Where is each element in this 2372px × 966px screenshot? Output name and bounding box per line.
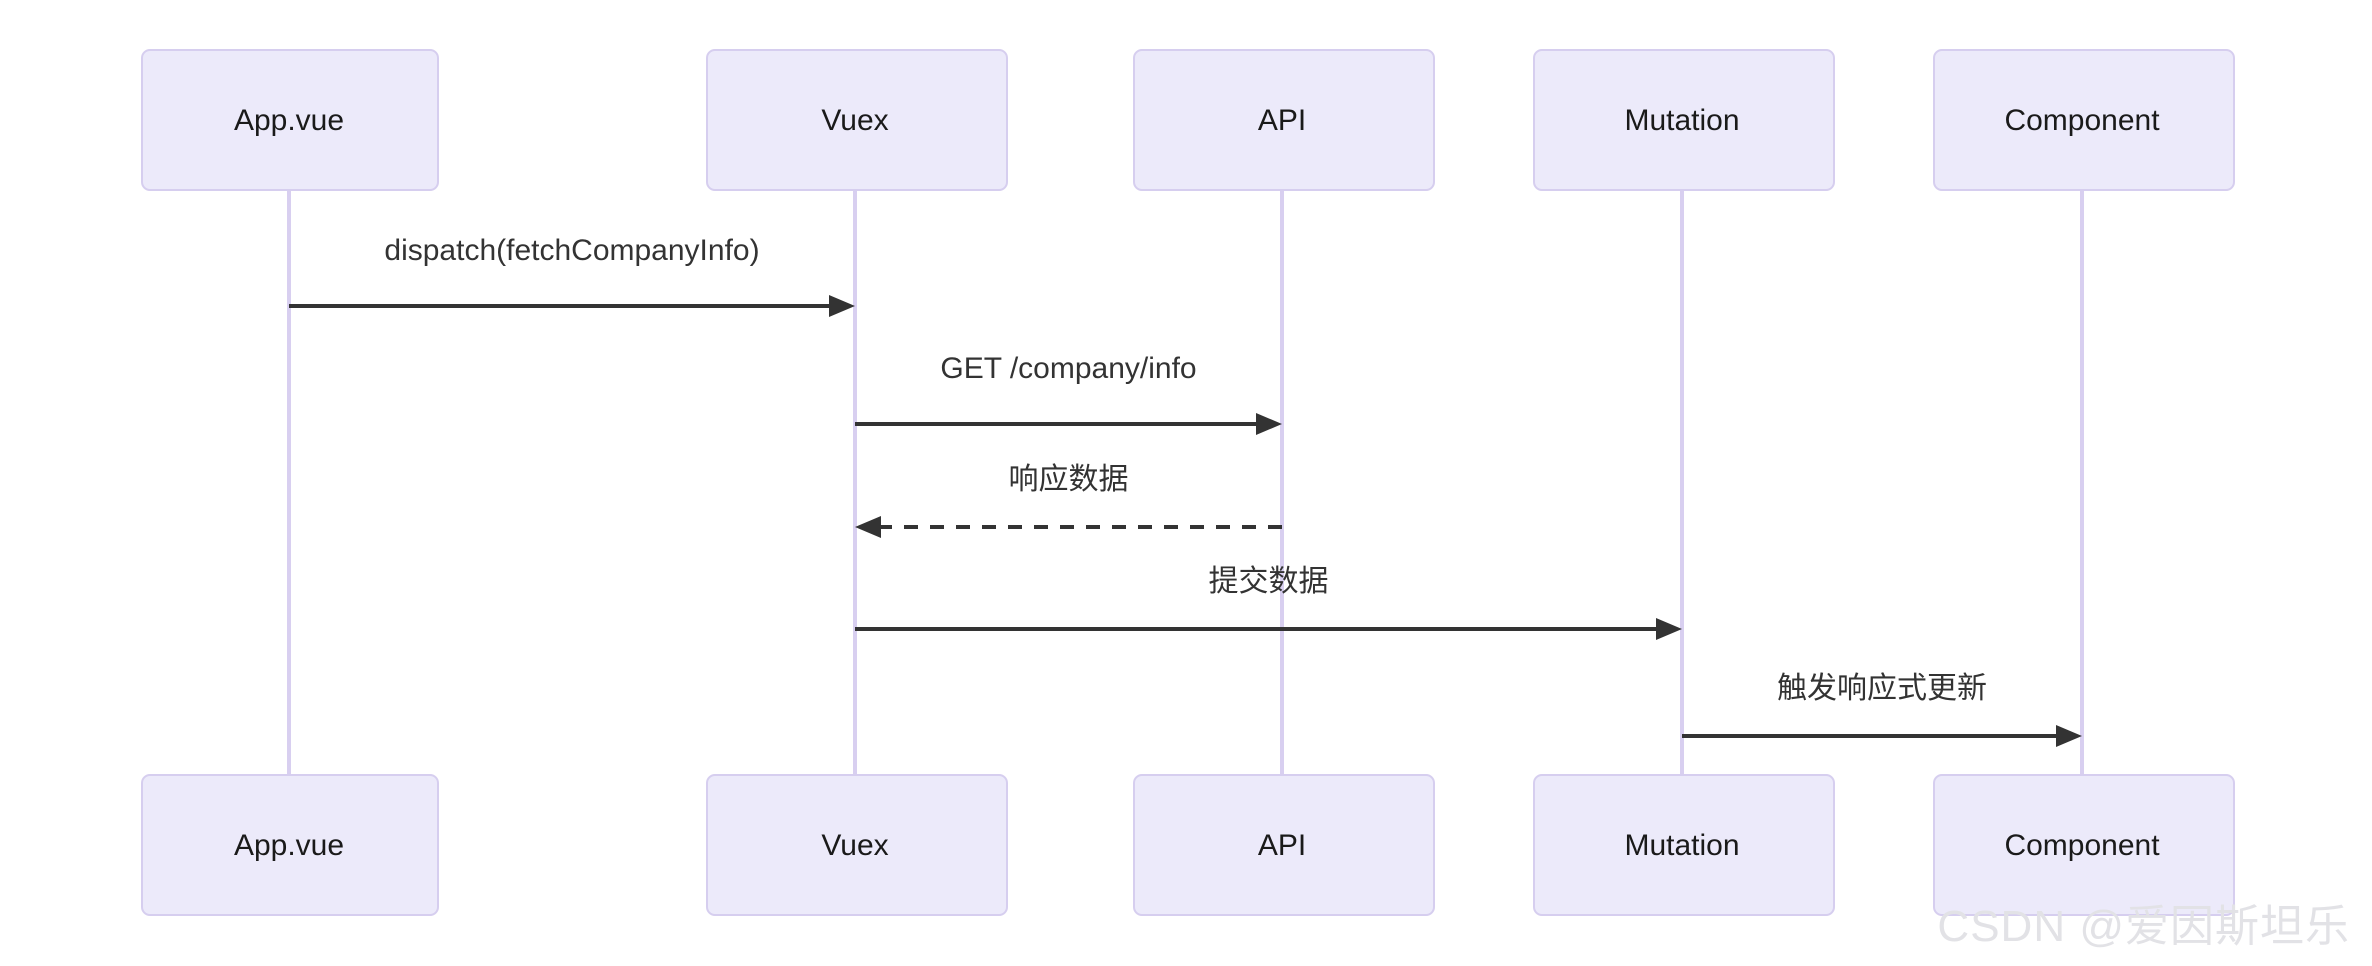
message-label-2: GET /company/info: [940, 352, 1196, 385]
message-label-5: 触发响应式更新: [1777, 672, 1987, 705]
actor-label-api: API: [1258, 829, 1306, 862]
actor-vuex-bottom[interactable]: Vuex: [706, 774, 1008, 916]
actor-api-top[interactable]: API: [1133, 49, 1435, 191]
actor-label-app: App.vue: [234, 104, 344, 137]
actor-component-bottom[interactable]: Component: [1933, 774, 2235, 916]
message-arrowhead-4: [1656, 618, 1682, 640]
message-5-mutation-to-component: 触发响应式更新: [1682, 672, 2082, 747]
actor-vuex-top[interactable]: Vuex: [706, 49, 1008, 191]
message-arrowhead-1: [829, 295, 855, 317]
actor-label-app: App.vue: [234, 829, 344, 862]
actor-box-app[interactable]: [141, 774, 439, 916]
actor-box-component[interactable]: [1933, 774, 2235, 916]
message-4-vuex-to-mutation: 提交数据: [855, 565, 1682, 640]
message-label-1: dispatch(fetchCompanyInfo): [384, 234, 759, 267]
actor-mutation-top[interactable]: Mutation: [1533, 49, 1835, 191]
actor-label-component: Component: [2004, 829, 2160, 862]
message-arrowhead-2: [1256, 413, 1282, 435]
message-1-app-to-vuex: dispatch(fetchCompanyInfo): [289, 234, 855, 317]
actor-box-api[interactable]: [1133, 774, 1435, 916]
message-label-4: 提交数据: [1209, 565, 1329, 598]
message-arrowhead-5: [2056, 725, 2082, 747]
actor-box-mutation[interactable]: [1533, 774, 1835, 916]
actor-label-mutation: Mutation: [1624, 104, 1739, 137]
messages-layer: dispatch(fetchCompanyInfo) GET /company/i…: [289, 234, 2082, 747]
actor-box-api[interactable]: [1133, 49, 1435, 191]
actor-label-mutation: Mutation: [1624, 829, 1739, 862]
actor-box-vuex[interactable]: [706, 774, 1008, 916]
actor-api-bottom[interactable]: API: [1133, 774, 1435, 916]
message-2-vuex-to-api: GET /company/info: [855, 352, 1282, 435]
actor-box-component[interactable]: [1933, 49, 2235, 191]
actor-box-app[interactable]: [141, 49, 439, 191]
actor-box-mutation[interactable]: [1533, 49, 1835, 191]
actors-top-layer: App.vue Vuex API Mutation Component: [141, 49, 2235, 191]
actor-box-vuex[interactable]: [706, 49, 1008, 191]
actor-component-top[interactable]: Component: [1933, 49, 2235, 191]
actor-label-component: Component: [2004, 104, 2160, 137]
actor-app-top[interactable]: App.vue: [141, 49, 439, 191]
message-arrowhead-3: [855, 516, 881, 538]
csdn-watermark: CSDN @爱因斯坦乐: [1937, 902, 2350, 951]
message-label-3: 响应数据: [1009, 463, 1129, 496]
actors-bottom-layer: App.vue Vuex API Mutation Component: [141, 774, 2235, 916]
actor-app-bottom[interactable]: App.vue: [141, 774, 439, 916]
message-3-api-to-vuex: 响应数据: [855, 463, 1282, 538]
actor-label-vuex: Vuex: [821, 829, 888, 862]
actor-mutation-bottom[interactable]: Mutation: [1533, 774, 1835, 916]
actor-label-vuex: Vuex: [821, 104, 888, 137]
lifelines-layer: [287, 190, 2084, 775]
actor-label-api: API: [1258, 104, 1306, 137]
